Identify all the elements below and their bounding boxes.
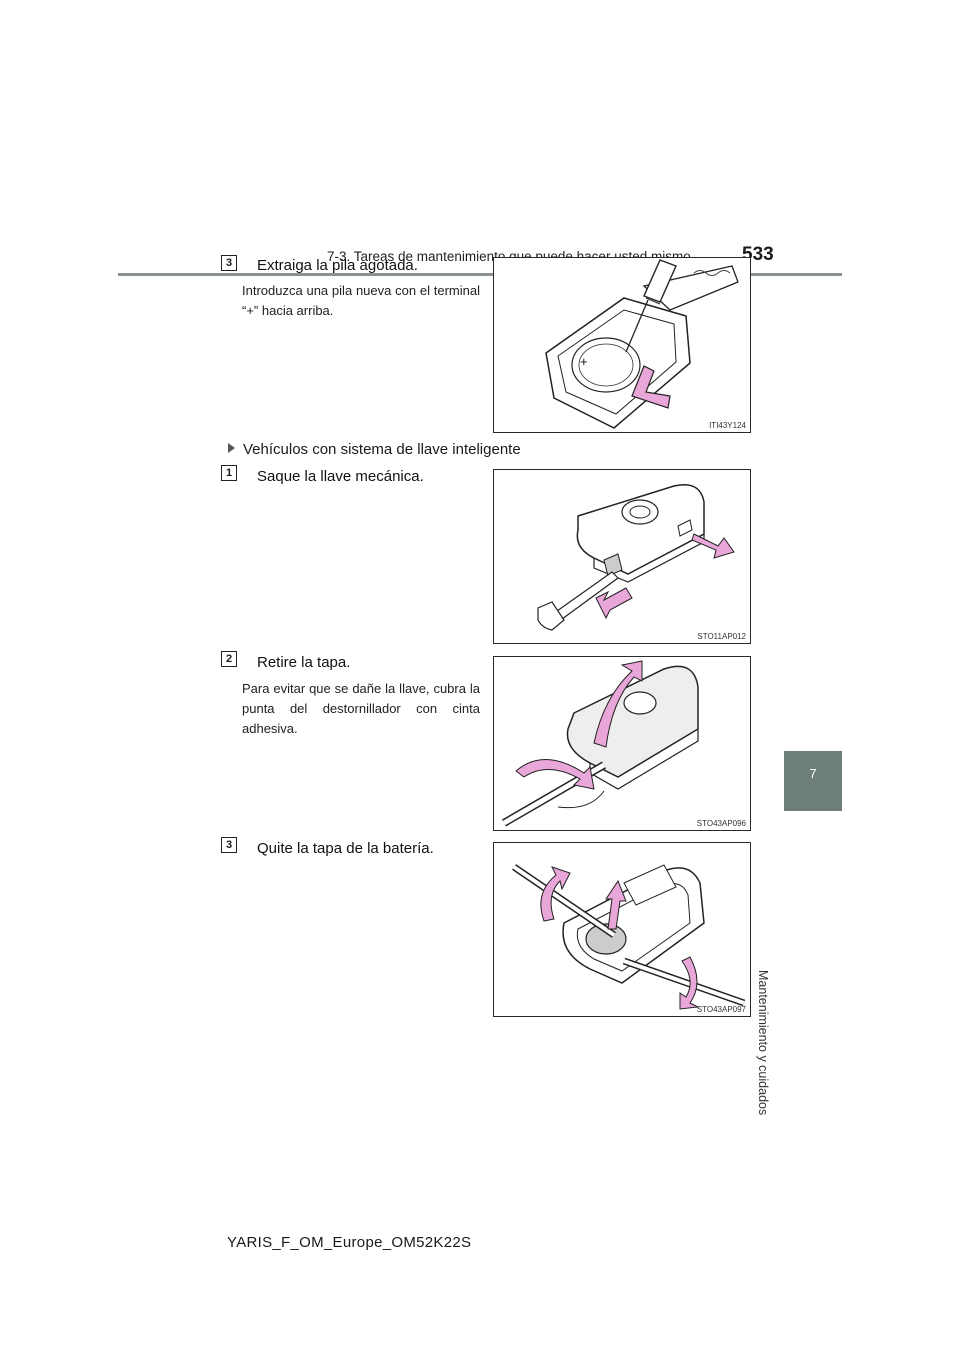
header-divider xyxy=(118,273,842,276)
positive-terminal-label: + xyxy=(580,354,588,369)
smart-key-cover-illustration xyxy=(501,660,699,827)
step-badge-1: 1 xyxy=(221,465,237,481)
smart-key-illustration xyxy=(537,484,735,631)
step-title: Retire la tapa. xyxy=(257,654,351,671)
figure-code: ITI43Y124 xyxy=(709,421,746,430)
figure-battery-removal: + ITI43Y124 xyxy=(493,257,751,433)
arrow-bullet-icon xyxy=(228,443,235,453)
figure-remove-battery-cover: STO43AP097 xyxy=(493,842,751,1017)
document-id: YARIS_F_OM_Europe_OM52K22S xyxy=(227,1234,472,1251)
step-badge-3: 3 xyxy=(221,255,237,271)
step-title: Quite la tapa de la batería. xyxy=(257,840,434,857)
step-title: Saque la llave mecánica. xyxy=(257,468,424,485)
chapter-label: Mantenimiento y cuidados xyxy=(756,970,770,1116)
figure-code: STO43AP096 xyxy=(696,819,746,828)
section-heading: Vehículos con sistema de llave inteligen… xyxy=(228,441,521,458)
step-badge-3-smart: 3 xyxy=(221,837,237,853)
step-title: Extraiga la pila agotada. xyxy=(257,257,418,274)
chapter-tab[interactable]: 7 xyxy=(784,751,842,811)
chapter-number: 7 xyxy=(809,766,817,781)
figure-code: STO43AP097 xyxy=(696,1005,746,1014)
figure-remove-cover: STO43AP096 xyxy=(493,656,751,831)
step-body: Para evitar que se dañe la llave, cubra … xyxy=(242,681,480,736)
key-open-illustration: + xyxy=(545,259,739,429)
figure-remove-mechanical-key: STO11AP012 xyxy=(493,469,751,644)
figure-code: STO11AP012 xyxy=(697,632,746,641)
smart-key-battery-illustration xyxy=(512,864,746,1010)
step-body: Introduzca una pila nueva con el termina… xyxy=(242,283,480,318)
step-badge-2: 2 xyxy=(221,651,237,667)
section-heading-text: Vehículos con sistema de llave inteligen… xyxy=(243,441,521,458)
